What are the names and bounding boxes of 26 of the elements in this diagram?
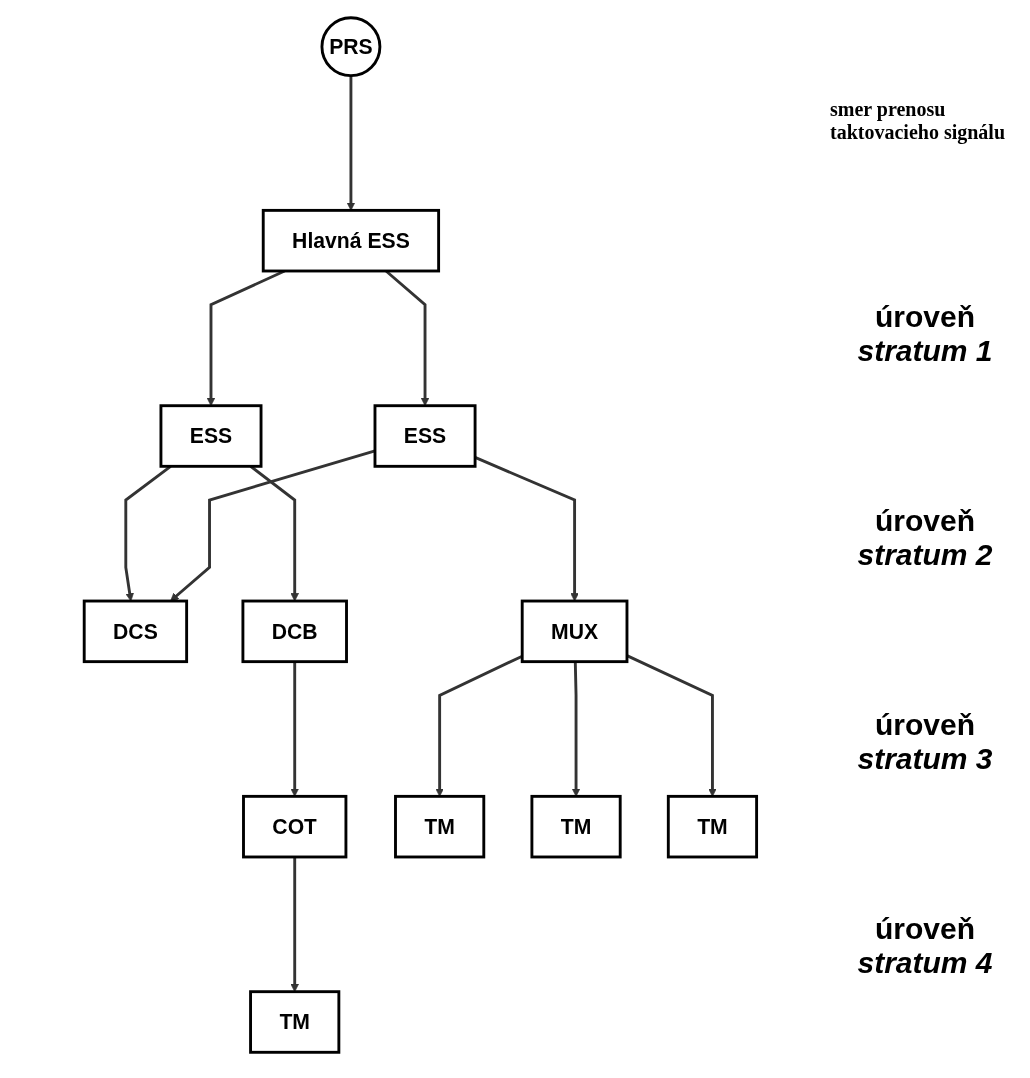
node-box: TM bbox=[530, 794, 622, 859]
level-label: úroveň bbox=[874, 504, 976, 538]
node-box: TM bbox=[666, 794, 758, 859]
arrow bbox=[169, 449, 375, 602]
stratum-label: stratum 2 bbox=[856, 538, 994, 572]
stratum-label: stratum 4 bbox=[856, 946, 994, 980]
stratum-label: stratum 3 bbox=[856, 742, 994, 776]
node-circle: PRS bbox=[320, 16, 381, 78]
stratum-label: stratum 1 bbox=[856, 334, 994, 368]
node-box: COT bbox=[241, 794, 347, 859]
arrow bbox=[290, 661, 299, 797]
node-box: ESS bbox=[159, 404, 263, 468]
node-box: ESS bbox=[373, 404, 477, 468]
arrow bbox=[571, 661, 580, 797]
node-box: Hlavná ESS bbox=[261, 208, 440, 273]
node-box: DCS bbox=[82, 599, 188, 664]
node-box: MUX bbox=[520, 599, 628, 664]
node-box: TM bbox=[248, 990, 340, 1054]
node-box: DCB bbox=[241, 599, 348, 664]
arrow bbox=[474, 456, 579, 602]
level-label: úroveň bbox=[874, 300, 976, 334]
direction-note: smer prenosu taktovacieho signálu bbox=[830, 98, 1007, 144]
node-box: TM bbox=[393, 794, 485, 859]
arrow bbox=[346, 75, 355, 211]
level-label: úroveň bbox=[874, 912, 976, 946]
level-label: úroveň bbox=[874, 708, 976, 742]
